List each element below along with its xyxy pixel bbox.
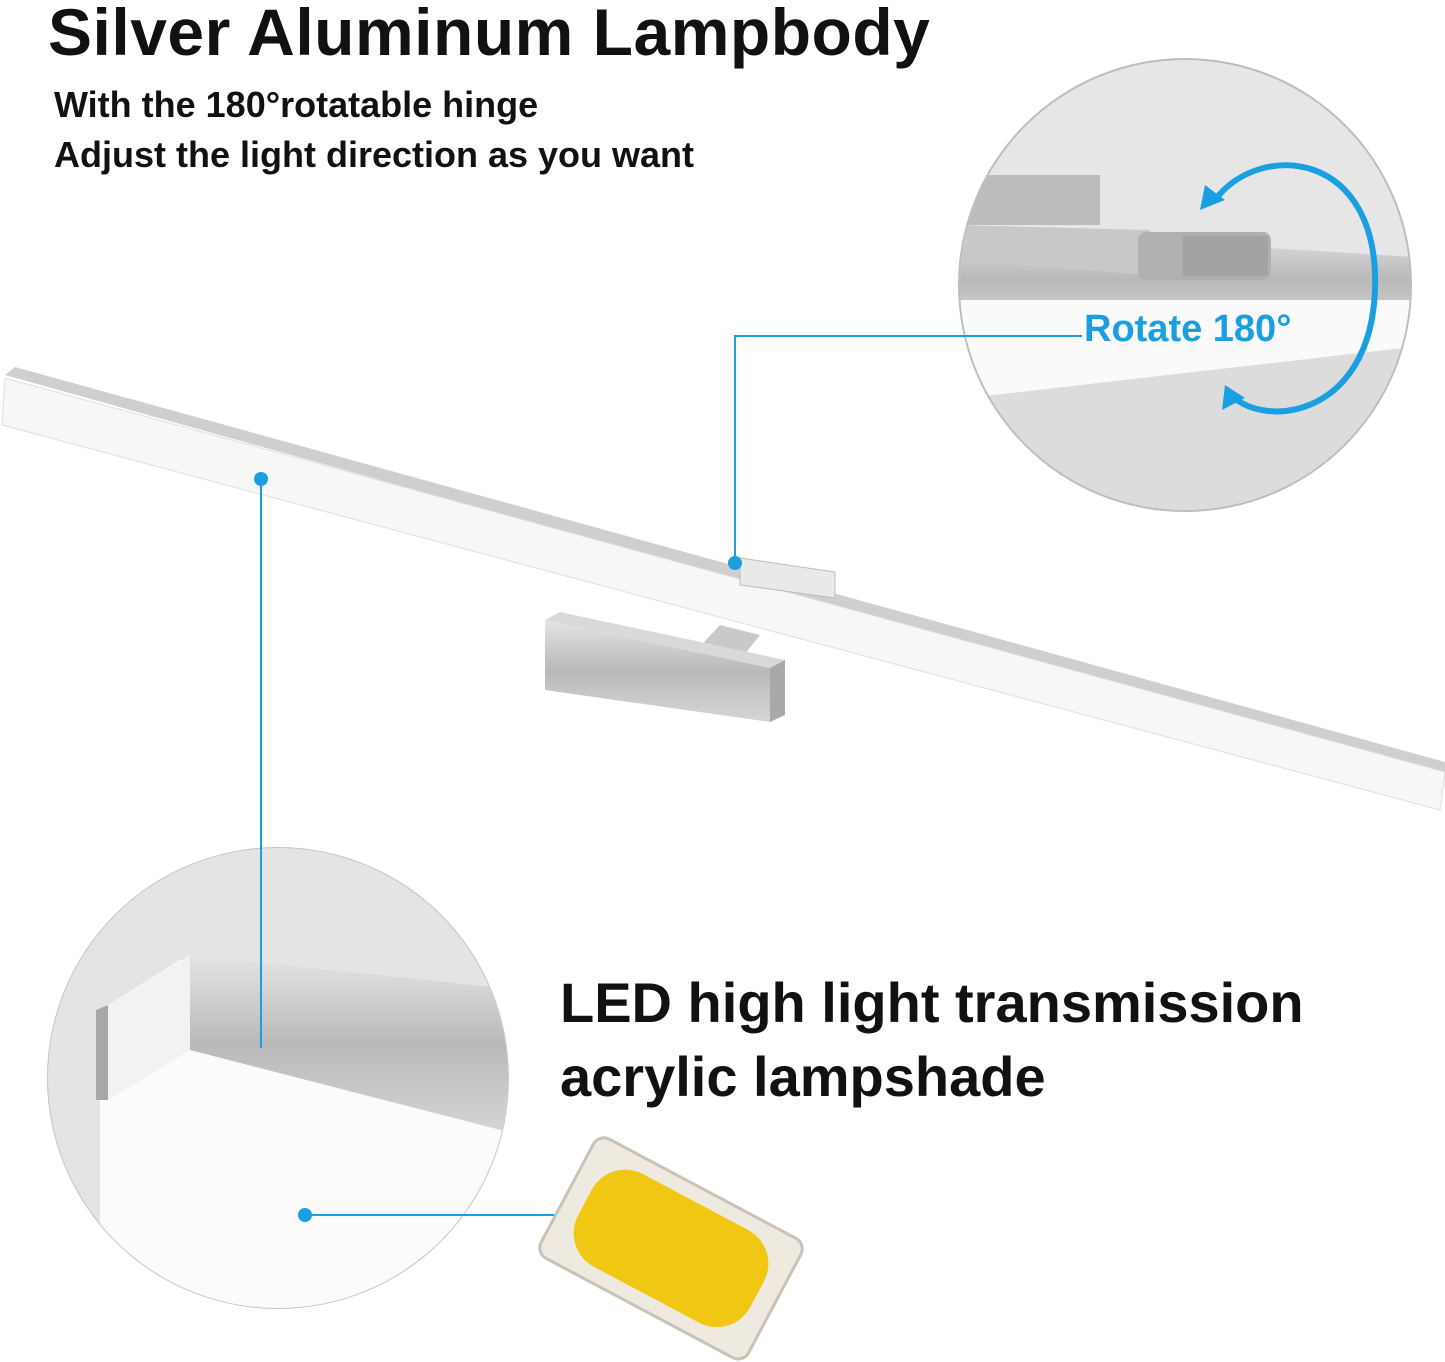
lampshade-marker-dot <box>298 1208 312 1222</box>
hinge-detail-circle <box>958 58 1412 512</box>
rotate-label: Rotate 180° <box>1084 308 1292 350</box>
subtitle-line-1: With the 180°rotatable hinge <box>54 84 539 125</box>
subtitle-line-2: Adjust the light direction as you want <box>54 134 695 175</box>
wall-bracket <box>545 612 785 722</box>
lampshade-detail-circle <box>47 847 509 1309</box>
lamp-bar <box>1 367 1445 811</box>
lampshade-caption-line-2: acrylic lampshade <box>560 1045 1046 1108</box>
page-title: Silver Aluminum Lampbody <box>48 0 931 69</box>
led-chip <box>538 1136 804 1361</box>
lampshade-caption-line-1: LED high light transmission <box>560 971 1304 1034</box>
hinge-marker-dot <box>728 556 742 570</box>
bar-marker-dot <box>254 472 268 486</box>
